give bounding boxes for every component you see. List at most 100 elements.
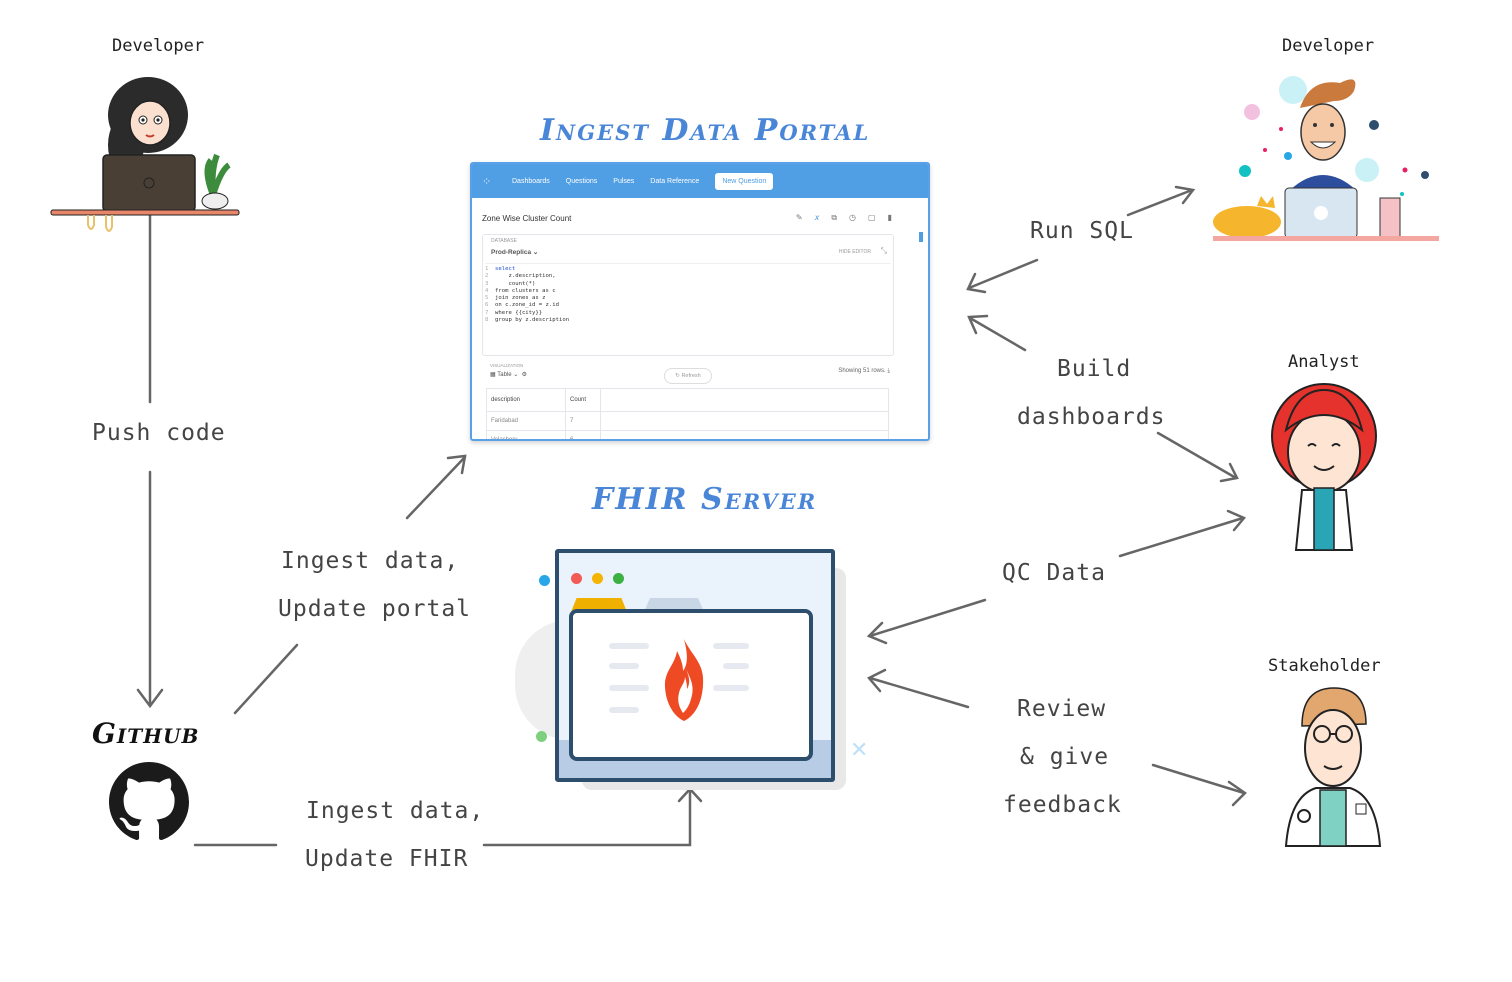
table-cell	[600, 430, 889, 439]
push-code-arrowhead	[136, 688, 164, 709]
build-arrowhead-left	[967, 314, 989, 335]
review-arrowhead-left	[867, 668, 887, 693]
variable-icon[interactable]: x	[814, 213, 820, 222]
portal-title: Ingest Data Portal	[540, 113, 871, 148]
table-cell: 6	[565, 430, 601, 439]
qc-data-label: QC Data	[1002, 560, 1106, 586]
new-question-button[interactable]: New Question	[715, 172, 774, 190]
table-row: Faridabad 7	[486, 411, 889, 431]
collapse-icon[interactable]: ⤡	[880, 246, 887, 255]
review-label-3: feedback	[1003, 792, 1122, 818]
developer-male-illustration	[1213, 76, 1439, 241]
decor-cross-icon: ✕	[850, 738, 869, 763]
portal-navbar: ⁘ Dashboards Questions Pulses Data Refer…	[472, 164, 928, 198]
table-header-row: description Count	[486, 388, 889, 412]
build-label-2: dashboards	[1017, 404, 1166, 430]
table-header[interactable]: description	[486, 388, 566, 412]
table-cell: Velachery	[486, 430, 566, 439]
nav-dashboards[interactable]: Dashboards	[512, 177, 550, 185]
run-sql-label: Run SQL	[1030, 218, 1134, 244]
window-maximize-dot	[613, 573, 624, 584]
visualization-label: VISUALIZATION	[490, 363, 524, 368]
folder-tab-grey	[644, 598, 704, 612]
deco-stripe	[609, 707, 639, 713]
push-code-label: Push code	[92, 420, 226, 446]
stakeholder-label: Stakeholder	[1268, 656, 1381, 676]
window-close-dot	[571, 573, 582, 584]
edit-icon[interactable]: ✎	[795, 213, 803, 222]
qc-line-right	[1118, 516, 1245, 558]
developer-female-illustration	[50, 77, 240, 232]
add-to-dashboard-icon[interactable]: ⧉	[831, 213, 838, 222]
deco-stripe	[609, 643, 649, 649]
review-label-2: & give	[1020, 744, 1110, 770]
code-line: 2 z.description,	[485, 273, 556, 280]
table-cell	[600, 411, 889, 431]
nav-pulses[interactable]: Pulses	[613, 177, 635, 185]
qc-arrowhead-right	[1226, 509, 1247, 532]
ingest-fhir-label-2: Update FHIR	[305, 846, 469, 872]
review-line-right	[1151, 763, 1246, 795]
code-line: 3 count(*)	[485, 280, 536, 287]
ingest-portal-line-bottom	[233, 643, 299, 715]
bookmark-icon[interactable]: ▮	[887, 213, 892, 222]
table-row: Velachery 6	[486, 430, 889, 439]
fhir-flame-icon	[664, 639, 704, 721]
database-label: DATABASE	[491, 238, 517, 244]
question-title: Zone Wise Cluster Count	[482, 214, 572, 223]
build-line-right	[1156, 431, 1238, 480]
build-arrowhead-right	[1219, 462, 1239, 483]
analyst-illustration	[1271, 383, 1377, 551]
window-minimize-dot	[592, 573, 603, 584]
rows-info: Showing 51 rows. ⤓	[838, 368, 890, 374]
table-cell: 7	[565, 411, 601, 431]
nav-data-reference[interactable]: Data Reference	[650, 177, 700, 185]
analyst-label: Analyst	[1288, 352, 1360, 372]
metabase-logo-icon: ⁘	[482, 174, 492, 188]
ingest-fhir-line-right	[482, 788, 692, 847]
ingest-fhir-label-1: Ingest data,	[306, 798, 485, 824]
review-arrowhead-right	[1227, 780, 1247, 807]
folder-tab-yellow	[571, 598, 627, 612]
database-select[interactable]: Prod-Replica ⌄	[491, 249, 539, 256]
embed-icon[interactable]: ▢	[868, 213, 876, 222]
review-line-left	[868, 676, 970, 709]
history-icon[interactable]: ◷	[849, 213, 857, 222]
hide-editor-button[interactable]: HIDE EDITOR	[838, 249, 871, 255]
refresh-button[interactable]: ↻ Refresh	[664, 368, 712, 384]
fhir-inner-panel	[569, 609, 813, 761]
ingest-portal-label-2: Update portal	[278, 596, 472, 622]
portal-screenshot: ⁘ Dashboards Questions Pulses Data Refer…	[470, 162, 930, 441]
fhir-title: FHIR Server	[592, 482, 818, 517]
visualization-select[interactable]: ▦ Table ⌄ ⚙	[490, 372, 527, 378]
decor-dot-blue	[539, 575, 550, 586]
results-table: description Count Faridabad 7 Velachery …	[486, 388, 889, 439]
build-line-left	[968, 316, 1027, 352]
run-sql-line-right	[1126, 188, 1194, 217]
ingest-portal-arrowhead	[446, 454, 467, 475]
question-toolbar: ✎ x ⧉ ◷ ▢ ▮	[796, 213, 892, 223]
developer-left-label: Developer	[112, 36, 205, 56]
fhir-server-illustration	[555, 549, 835, 782]
qc-arrowhead-left	[866, 621, 888, 645]
table-cell: Faridabad	[486, 411, 566, 431]
deco-stripe	[713, 643, 749, 649]
table-header-empty	[600, 388, 889, 412]
ingest-portal-label-1: Ingest data,	[281, 548, 460, 574]
nav-questions[interactable]: Questions	[565, 177, 598, 185]
table-header[interactable]: Count	[565, 388, 601, 412]
deco-stripe	[609, 663, 639, 669]
deco-stripe	[723, 663, 749, 669]
run-sql-arrowhead-right	[1174, 185, 1196, 205]
run-sql-arrowhead-left	[966, 272, 987, 294]
ingest-portal-line-top	[405, 455, 467, 520]
stakeholder-illustration	[1284, 687, 1382, 847]
